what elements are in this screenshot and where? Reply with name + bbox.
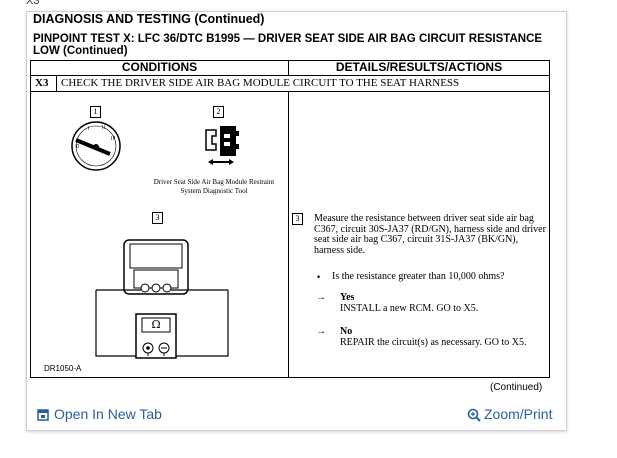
figure-label-1: 1 [90, 106, 101, 118]
no-arrow-icon: → [316, 326, 326, 337]
figure-label-2: 2 [213, 106, 224, 118]
detail-instruction: Measure the resistance between driver se… [314, 213, 546, 256]
continued-note: (Continued) [490, 382, 543, 393]
connector-icon [205, 126, 239, 165]
yes-arrow-icon: → [316, 292, 326, 303]
test-table [30, 60, 550, 378]
pinpoint-test-title: PINPOINT TEST X: LFC 36/DTC B1995 — DRIV… [33, 33, 543, 57]
open-in-new-tab-label: Open In New Tab [54, 406, 162, 422]
svg-text:I: I [88, 126, 89, 132]
ignition-switch-icon: 0 I II III [71, 121, 121, 171]
conditions-header: CONDITIONS [31, 60, 288, 76]
multimeter-circuit-diagram [95, 239, 229, 359]
step-row: X3 CHECK THE DRIVER SIDE AIR BAG MODULE … [31, 76, 549, 92]
figure-label-3: 3 [152, 212, 163, 224]
open-in-new-tab-icon [37, 409, 49, 422]
open-in-new-tab-link[interactable]: Open In New Tab [37, 406, 162, 422]
column-divider [288, 60, 289, 378]
no-action: REPAIR the circuit(s) as necessary. GO t… [340, 337, 527, 348]
frame-label: X3 [26, 0, 40, 7]
svg-text:III: III [111, 136, 115, 142]
zoom-print-link[interactable]: Zoom/Print [467, 406, 553, 423]
step-separator [56, 76, 57, 91]
svg-text:0: 0 [76, 144, 79, 150]
figure-code: DR1050-A [44, 364, 82, 373]
yes-action: INSTALL a new RCM. GO to X5. [340, 303, 479, 314]
question-bullet: • [317, 272, 321, 282]
no-label: No [340, 326, 353, 337]
step-title: CHECK THE DRIVER SIDE AIR BAG MODULE CIR… [61, 77, 460, 89]
figure-caption: Driver Seat Side Air Bag Module Restrain… [153, 178, 275, 195]
zoom-icon [467, 408, 481, 423]
detail-step-label: 3 [292, 213, 303, 225]
step-number: X3 [35, 77, 49, 89]
details-header: DETAILS/RESULTS/ACTIONS [289, 60, 549, 76]
svg-text:II: II [102, 125, 105, 131]
page-heading: DIAGNOSIS AND TESTING (Continued) [33, 12, 265, 26]
zoom-print-label: Zoom/Print [484, 406, 553, 422]
ohm-symbol: Ω [151, 318, 161, 331]
yes-label: Yes [340, 292, 355, 303]
test-question: Is the resistance greater than 10,000 oh… [332, 271, 505, 282]
